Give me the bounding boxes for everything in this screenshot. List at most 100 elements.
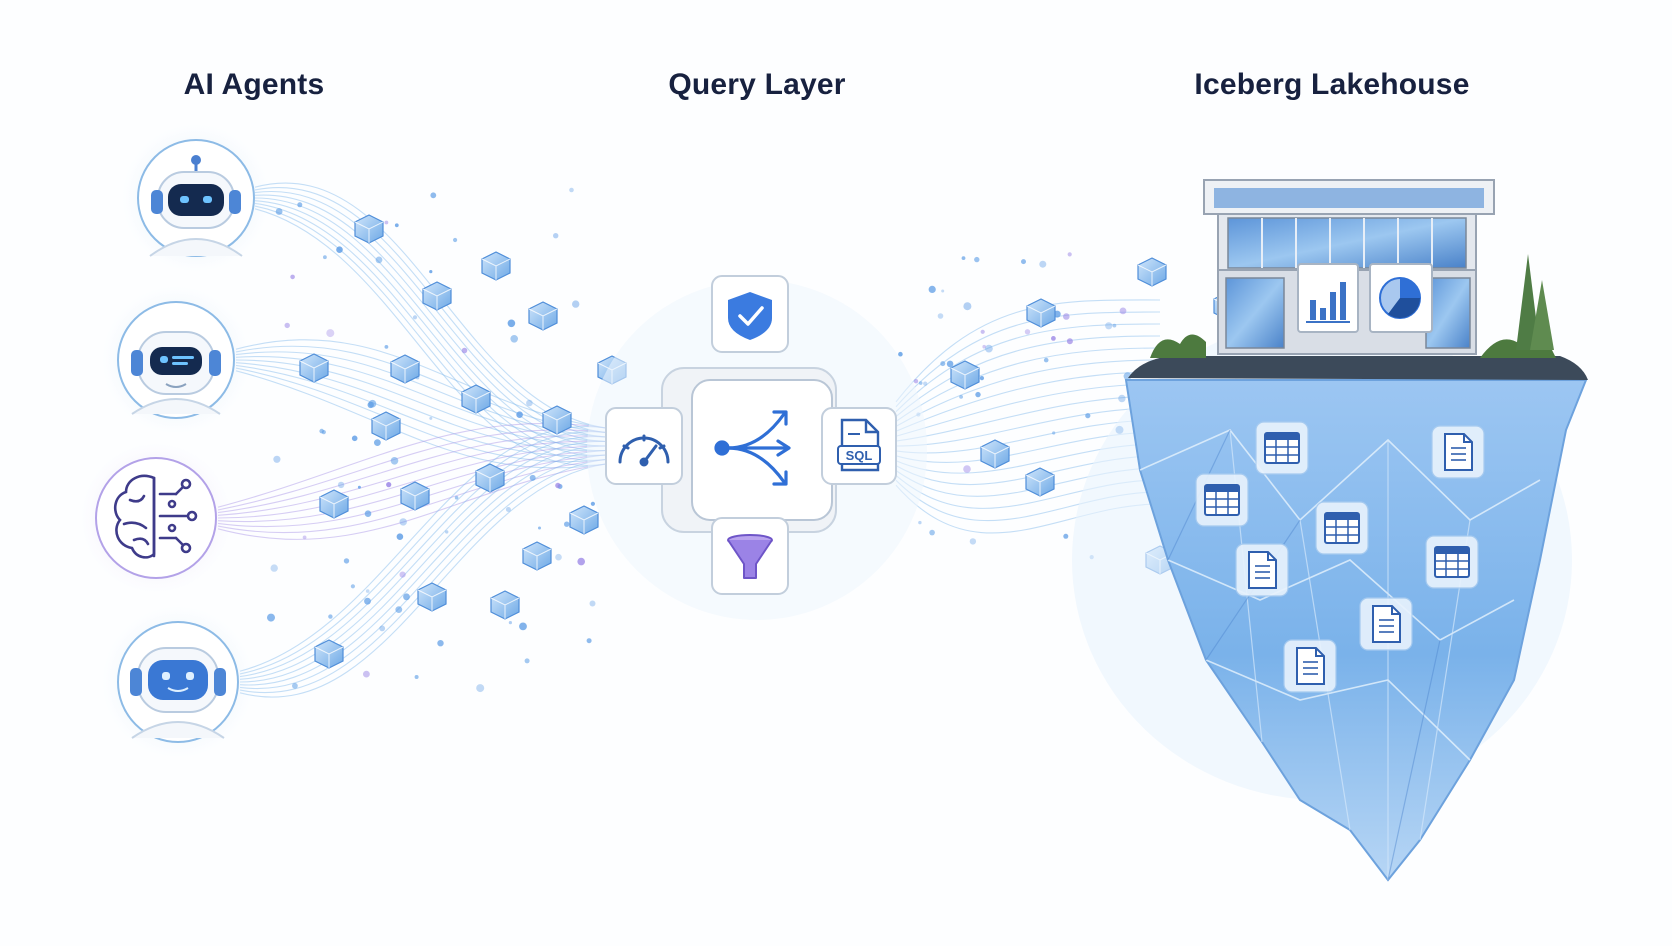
flow-particle (394, 223, 399, 228)
column-title-ai-agents: AI Agents (183, 68, 325, 101)
flow-particle (430, 192, 437, 199)
data-cube (490, 590, 520, 620)
flow-particle (898, 351, 903, 357)
flow-line (239, 445, 607, 683)
data-cube (314, 639, 344, 669)
document-icon (1431, 425, 1485, 479)
flow-particle (985, 344, 993, 353)
flow-line (895, 371, 1161, 432)
flow-particle (564, 521, 570, 527)
data-cube (542, 405, 572, 435)
table-icon (1425, 535, 1479, 589)
flow-particle (1021, 259, 1026, 265)
agent-robot-2[interactable] (102, 286, 250, 434)
flow-particle (918, 520, 922, 525)
agent-robot-1[interactable] (122, 124, 270, 272)
island-ground (1128, 254, 1588, 380)
flow-particle (1039, 260, 1047, 268)
flow-line (895, 359, 1161, 427)
flow-line (895, 347, 1161, 422)
bar-chart-icon (1306, 282, 1350, 323)
speedometer-tile[interactable] (605, 407, 683, 485)
flow-particle (350, 584, 355, 589)
iceberg-lakehouse[interactable] (1072, 179, 1588, 882)
sql-tile[interactable]: SQL (821, 407, 897, 485)
flow-line (895, 395, 1161, 442)
flow-particle (555, 482, 561, 489)
flow-particle (929, 529, 935, 536)
flow-particle (365, 589, 370, 593)
flow-particle (319, 428, 325, 434)
document-icon (1283, 639, 1337, 693)
flow-line (235, 367, 607, 463)
flow-particle (507, 319, 516, 328)
document-icon (1359, 597, 1413, 651)
flow-particle (1118, 394, 1126, 403)
flow-line (239, 449, 607, 686)
data-cube (1137, 257, 1167, 287)
flow-line (217, 435, 607, 514)
flow-particle (577, 557, 585, 566)
flow-line (239, 440, 607, 680)
flow-particle (403, 593, 410, 601)
flow-particle (1063, 533, 1069, 539)
flow-line (254, 200, 607, 452)
data-cube (1025, 467, 1055, 497)
flow-particle (959, 395, 963, 399)
table-icon (1315, 501, 1369, 555)
column-title-iceberg-lakehouse: Iceberg Lakehouse (1194, 68, 1470, 101)
flow-particle (963, 465, 971, 473)
flow-particle (980, 329, 985, 334)
flow-particle (529, 474, 536, 481)
flow-particle (336, 246, 343, 253)
data-cube (980, 439, 1010, 469)
flow-particle (395, 606, 403, 613)
flow-particle (589, 600, 596, 607)
flow-particle (1024, 329, 1031, 335)
query-layer-hub[interactable] (587, 280, 927, 620)
table-icon (1195, 473, 1249, 527)
flow-line (235, 364, 607, 457)
agent-brain[interactable] (80, 442, 232, 594)
flow-line (235, 370, 607, 469)
data-cube (950, 360, 980, 390)
data-cube (354, 214, 384, 244)
flow-line (235, 355, 607, 443)
flow-particle (297, 202, 303, 208)
flow-particle (273, 455, 281, 463)
data-cube (299, 353, 329, 383)
shield-check-tile[interactable] (711, 275, 789, 353)
data-cube (569, 505, 599, 535)
flow-particle (357, 485, 361, 489)
flow-particle (1105, 322, 1113, 330)
sql-file-icon: SQL (837, 418, 881, 472)
flow-particle (1066, 338, 1073, 345)
flow-particle (1052, 431, 1056, 435)
flow-particle (384, 220, 389, 225)
pie-chart-icon (1379, 277, 1421, 319)
flow-particle (429, 416, 433, 420)
flow-particle (937, 313, 944, 319)
flow-particle (390, 457, 399, 465)
flow-particle (476, 684, 485, 693)
column-title-query-layer: Query Layer (668, 68, 846, 101)
robot-icon (130, 647, 226, 739)
agent-robot-3[interactable] (102, 606, 254, 758)
flow-line (254, 205, 607, 461)
robot-icon (149, 155, 243, 257)
funnel-tile[interactable] (711, 517, 789, 595)
flow-particle (974, 256, 980, 263)
flow-line (254, 202, 607, 456)
data-cube (481, 251, 511, 281)
data-cube (371, 411, 401, 441)
flow-particle (337, 481, 345, 489)
flow-line (239, 431, 607, 675)
iceberg (1124, 379, 1588, 882)
flow-particle (586, 638, 592, 644)
flow-particle (364, 597, 371, 605)
flow-particle (918, 381, 923, 385)
flow-particle (526, 399, 533, 407)
flow-particle (569, 187, 574, 193)
